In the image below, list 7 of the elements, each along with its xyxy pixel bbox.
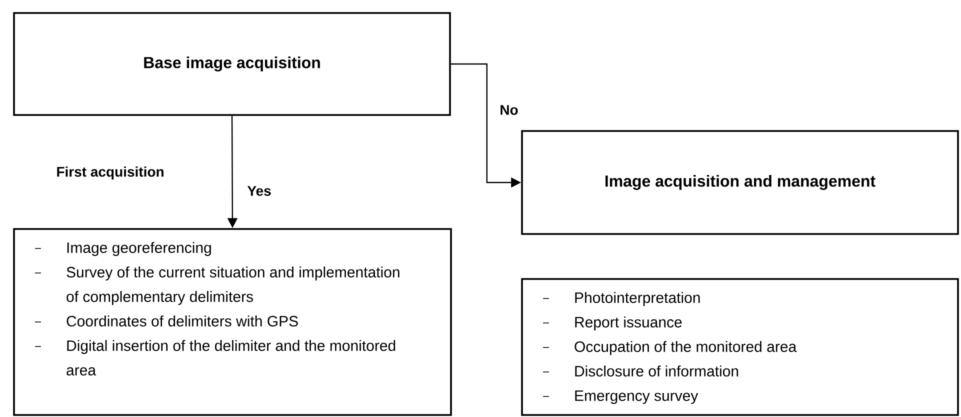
- edge-label: Yes: [246, 185, 272, 197]
- list-box: Photointerpretation Report issuance Occupation of the monitored area Disclosure of information Emergency survey: [521, 278, 959, 416]
- process-box: Image acquisition and management: [521, 130, 959, 235]
- process-box: Base image acquisition: [13, 12, 451, 116]
- annotation: First acquisition: [57, 166, 164, 180]
- list-box: Image georeferencing Survey of the current situation and implementation of complementary delimiters Coordinates of delimiters with GPS Digital insertion of the delimiter and the monitored area: [13, 228, 452, 416]
- edge-label: No: [498, 104, 520, 116]
